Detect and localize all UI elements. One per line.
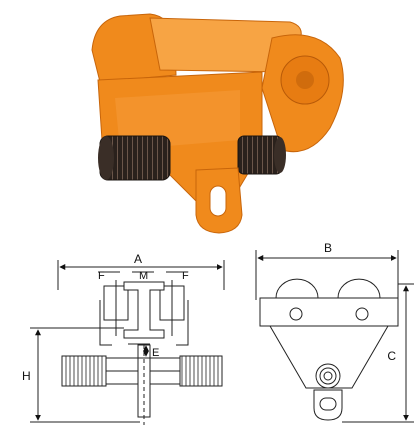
label-c: C bbox=[387, 349, 396, 363]
front-view-drawing bbox=[255, 250, 414, 423]
i-beam bbox=[123, 281, 165, 339]
label-h: H bbox=[22, 369, 31, 383]
label-a: A bbox=[134, 252, 142, 266]
front-trapezoid-body bbox=[269, 325, 389, 389]
side-view-drawing bbox=[30, 260, 225, 425]
label-m: M bbox=[139, 270, 148, 282]
side-threaded-shaft-left bbox=[61, 355, 107, 387]
label-b: B bbox=[324, 241, 332, 255]
front-hanger-eye bbox=[313, 389, 343, 421]
hanger-slot bbox=[209, 185, 227, 217]
label-e: E bbox=[152, 347, 159, 359]
right-wheel-hub bbox=[296, 71, 314, 89]
front-top-bar bbox=[259, 297, 399, 327]
side-view-labels: A F M F E H bbox=[22, 252, 189, 383]
front-right-wheel bbox=[337, 278, 381, 299]
front-left-wheel bbox=[275, 278, 319, 299]
trolley-photo bbox=[91, 13, 344, 234]
side-threaded-shaft-right bbox=[179, 355, 223, 387]
label-f-right: F bbox=[182, 270, 189, 282]
label-f-left: F bbox=[98, 270, 105, 282]
front-view-labels: B C bbox=[324, 241, 396, 363]
